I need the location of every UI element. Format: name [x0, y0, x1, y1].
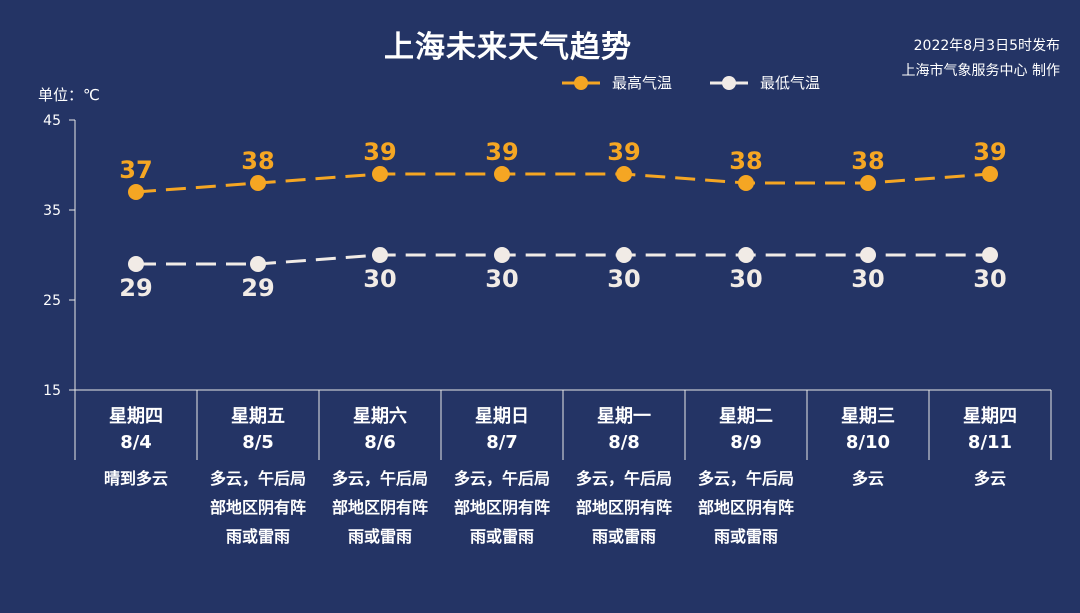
weather-description: 多云，午后局部地区阴有阵雨或雷雨: [685, 464, 807, 551]
date-label: 8/4: [120, 432, 152, 453]
date-label: 8/6: [364, 432, 396, 453]
y-tick-label: 25: [43, 293, 61, 309]
weather-line: 部地区阴有阵: [209, 498, 306, 517]
weekday-label: 星期一: [597, 406, 651, 427]
high-temp-label: 39: [363, 138, 396, 166]
high-temp-label: 38: [729, 147, 762, 175]
weather-line: 晴到多云: [103, 469, 168, 488]
low-temp-label: 30: [851, 265, 884, 293]
low-temp-point: [128, 256, 144, 272]
weekday-label: 星期六: [353, 406, 407, 427]
weather-line: 多云，午后局: [331, 469, 428, 488]
weather-line: 雨或雷雨: [713, 527, 778, 546]
high-temp-label: 39: [973, 138, 1006, 166]
weather-line: 多云，午后局: [575, 469, 672, 488]
weather-line: 雨或雷雨: [469, 527, 534, 546]
low-temp-label: 30: [973, 265, 1006, 293]
weather-line: 多云，午后局: [209, 469, 306, 488]
high-temp-line: [135, 172, 991, 194]
weekday-label: 星期日: [475, 406, 529, 427]
weather-description: 多云，午后局部地区阴有阵雨或雷雨: [441, 464, 563, 551]
weather-description: 多云，午后局部地区阴有阵雨或雷雨: [319, 464, 441, 551]
weather-line: 多云，午后局: [697, 469, 794, 488]
date-label: 8/5: [242, 432, 274, 453]
high-temp-point: [372, 166, 388, 182]
date-label: 8/8: [608, 432, 640, 453]
low-temp-point: [982, 247, 998, 263]
high-temp-point: [738, 175, 754, 191]
low-temp-point: [616, 247, 632, 263]
weather-description: 晴到多云: [75, 464, 197, 493]
weather-description: 多云，午后局部地区阴有阵雨或雷雨: [563, 464, 685, 551]
publish-time: 2022年8月3日5时发布: [913, 38, 1060, 54]
high-temp-point: [860, 175, 876, 191]
date-label: 8/7: [486, 432, 518, 453]
chart-title: 上海未来天气趋势: [384, 30, 632, 65]
date-label: 8/10: [845, 432, 891, 453]
y-tick-label: 45: [43, 113, 61, 129]
low-temp-label: 29: [119, 274, 152, 302]
weather-line: 部地区阴有阵: [575, 498, 672, 517]
weather-line: 多云，午后局: [453, 469, 550, 488]
legend-label-low: 最低气温: [760, 74, 821, 92]
low-temp-line: [136, 253, 990, 266]
weather-line: 雨或雷雨: [591, 527, 656, 546]
date-label: 8/9: [730, 432, 762, 453]
high-temp-label: 39: [607, 138, 640, 166]
weekday-label: 星期四: [109, 406, 163, 427]
low-temp-label: 30: [729, 265, 762, 293]
low-temp-label: 30: [485, 265, 518, 293]
legend-swatch-high: [562, 75, 600, 90]
high-temp-point: [616, 166, 632, 182]
high-temp-label: 38: [851, 147, 884, 175]
low-temp-point: [494, 247, 510, 263]
weather-line: 部地区阴有阵: [453, 498, 550, 517]
weather-description: 多云，午后局部地区阴有阵雨或雷雨: [197, 464, 319, 551]
low-temp-point: [372, 247, 388, 263]
low-temp-point: [738, 247, 754, 263]
high-temp-point: [128, 184, 144, 200]
weather-line: 雨或雷雨: [225, 527, 290, 546]
low-temp-label: 29: [241, 274, 274, 302]
date-label: 8/11: [967, 432, 1013, 453]
unit-label: 单位：℃: [38, 86, 100, 104]
low-temp-point: [860, 247, 876, 263]
high-temp-label: 39: [485, 138, 518, 166]
low-temp-label: 30: [363, 265, 396, 293]
legend-label-high: 最高气温: [612, 74, 673, 92]
publish-info: 2022年8月3日5时发布 上海市气象服务中心 制作: [902, 34, 1060, 84]
weather-line: 部地区阴有阵: [697, 498, 794, 517]
publish-source: 上海市气象服务中心 制作: [901, 63, 1060, 79]
legend-item-low: 最低气温: [710, 72, 820, 92]
weather-description: 多云: [807, 464, 929, 493]
y-tick-label: 35: [43, 203, 61, 219]
high-temp-label: 37: [119, 156, 152, 184]
weather-line: 雨或雷雨: [347, 527, 412, 546]
weather-line: 多云: [851, 469, 884, 488]
weather-line: 多云: [973, 469, 1006, 488]
high-temp-point: [982, 166, 998, 182]
y-tick-label: 15: [43, 383, 61, 399]
high-temp-label: 38: [241, 147, 274, 175]
weekday-label: 星期三: [841, 406, 895, 427]
legend-swatch-low: [710, 75, 748, 90]
high-temp-point: [494, 166, 510, 182]
weekday-label: 星期二: [719, 406, 773, 427]
low-temp-point: [250, 256, 266, 272]
weekday-label: 星期五: [231, 406, 285, 427]
high-temp-point: [250, 175, 266, 191]
weather-line: 部地区阴有阵: [331, 498, 428, 517]
legend-item-high: 最高气温: [562, 72, 672, 92]
low-temp-label: 30: [607, 265, 640, 293]
weather-description: 多云: [929, 464, 1051, 493]
weekday-label: 星期四: [963, 406, 1017, 427]
